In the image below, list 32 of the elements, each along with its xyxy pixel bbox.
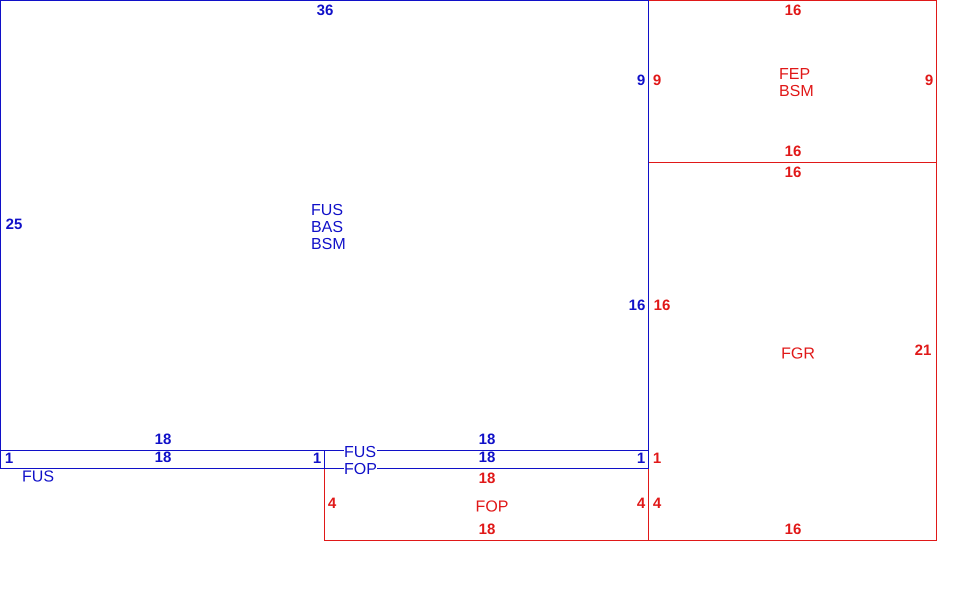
dimension-label: 18: [154, 450, 172, 466]
dimension-label: 18: [478, 471, 496, 487]
dimension-label: 1: [636, 451, 646, 467]
room-label: FGR: [781, 346, 815, 362]
dimension-label: 16: [784, 144, 802, 160]
dimension-label: 4: [652, 496, 662, 512]
dimension-label: 9: [924, 73, 934, 89]
dimension-label: 18: [478, 432, 496, 448]
dimension-label: 16: [784, 522, 802, 538]
dimension-label: 16: [628, 298, 646, 314]
dimension-label: 18: [154, 432, 172, 448]
room-label: FUS BAS BSM: [311, 202, 346, 253]
room-label: FOP: [476, 498, 508, 516]
dimension-label: 16: [654, 298, 670, 314]
room-outline: [648, 0, 937, 163]
dimension-label: 21: [914, 343, 932, 359]
dimension-label: 1: [4, 451, 14, 467]
dimension-label: 18: [478, 522, 496, 538]
dimension-label: 18: [478, 450, 496, 466]
dimension-label: 1: [312, 451, 322, 467]
dimension-label: 16: [784, 3, 802, 19]
dimension-label: 9: [636, 73, 646, 89]
room-label: FUS: [22, 468, 54, 486]
room-label: FEP BSM: [779, 66, 814, 100]
dimension-label: 25: [6, 217, 22, 233]
dimension-label: 36: [316, 3, 334, 19]
dimension-label: 9: [652, 73, 662, 89]
dimension-label: 4: [636, 496, 646, 512]
dimension-label: 1: [652, 451, 662, 467]
dimension-label: 4: [328, 496, 336, 512]
dimension-label: 16: [784, 165, 802, 181]
room-outline: [648, 162, 937, 541]
